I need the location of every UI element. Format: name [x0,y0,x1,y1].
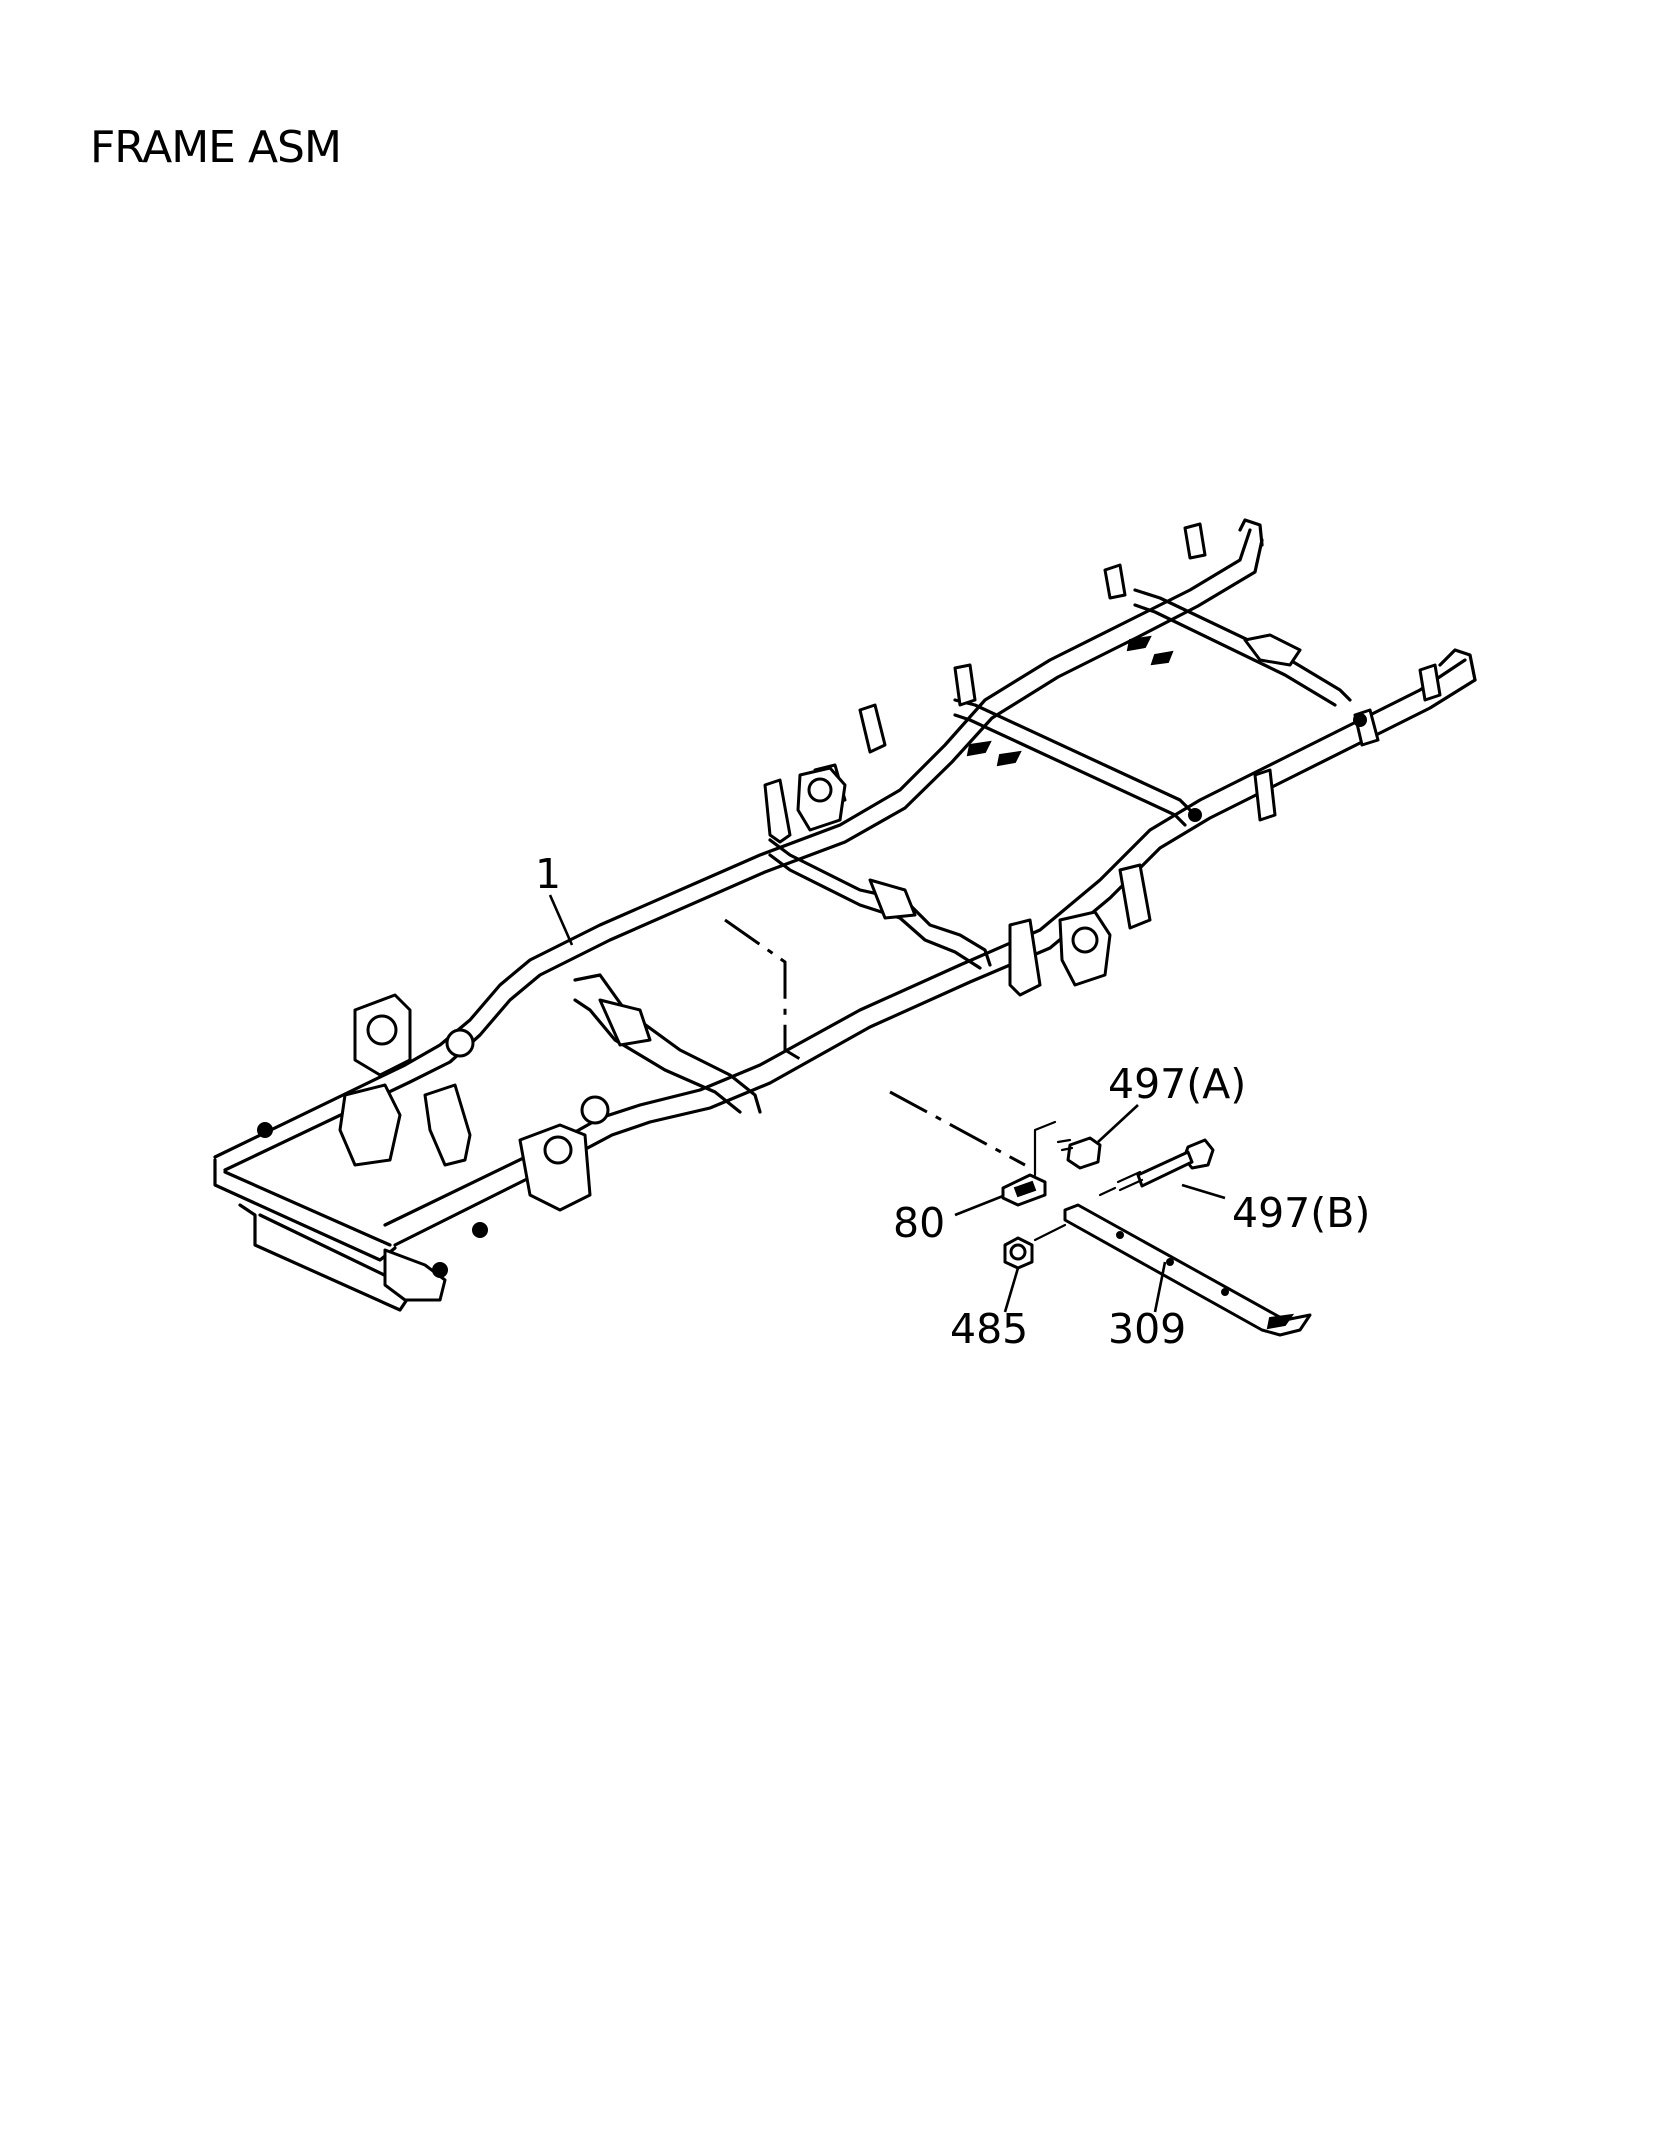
rear-end-cross-member [1133,588,1352,707]
bracket-80-hole [1013,1180,1037,1198]
bracket-tab-3 [1126,635,1152,652]
front-spring-bracket-right [518,1123,592,1212]
bracket-tab-4 [1150,650,1174,666]
assembly-line-diagonal [889,1090,1026,1167]
strap-309-hole-2 [1166,1258,1174,1266]
body-mount-5 [1103,563,1127,600]
front-bolt-1 [257,1122,273,1138]
frame-assembly [213,518,1477,1312]
callout-485: 485 [950,1305,1028,1353]
leader-497b [1181,1183,1226,1200]
callout-309: 309 [1108,1305,1186,1353]
right-side-rail [383,658,1477,1247]
front-mount-center [423,1083,472,1167]
strap-309-end [1266,1313,1295,1330]
bolt-497a [1066,1136,1102,1170]
body-mount-8 [1118,863,1152,930]
rivet-1 [1188,808,1202,822]
leader-497a [1097,1104,1139,1143]
leader-lines [548,894,1226,1313]
rear-hanger-hole-left [807,777,833,803]
callout-497a: 497(A) [1108,1060,1246,1108]
rivet-2 [1353,713,1367,727]
front-rail-hole-right [580,1095,610,1125]
callout-497b: 497(B) [1232,1189,1370,1237]
strap-309-hole-3 [1221,1288,1229,1296]
strap-309-hole-1 [1116,1231,1124,1239]
callout-1: 1 [535,850,561,898]
leader-485 [1003,1267,1020,1313]
body-mount-6 [1183,522,1207,560]
page-title: FRAME ASM [90,122,342,173]
body-mount-7 [1008,918,1042,997]
second-cross-member-gusset [598,998,652,1047]
body-mount-4 [953,663,977,707]
nut-485-line [1033,1223,1067,1242]
front-bracket-hole-left [366,1014,398,1046]
rear-hanger-hole-right [1071,926,1099,954]
front-mount-left [338,1083,402,1167]
rear-bumper-pad [1243,633,1302,667]
front-bumper-bracket [383,1248,447,1302]
assembly-line-vertical [724,918,806,1064]
bolt-497b-thread [1098,1170,1144,1197]
nut-485-hole [1009,1243,1027,1261]
middle-cross-gusset [868,878,917,920]
body-mount-3 [858,703,887,754]
bolt-497b-shank [1136,1150,1194,1188]
strap-309 [1063,1203,1312,1337]
body-mount-9 [1253,768,1277,822]
bracket-80-frame [1033,1120,1057,1177]
rear-frame-end [1238,518,1477,682]
front-bolt-2 [432,1262,448,1278]
bracket-tab-2 [996,750,1022,767]
second-cross-member [573,973,762,1114]
callout-labels: 1 497(A) 497(B) 80 485 309 [535,850,1370,1353]
callout-80: 80 [893,1199,945,1247]
bracket-tab-1 [966,740,992,757]
front-bracket-hole-right [543,1135,573,1165]
front-cross-member [213,1158,412,1312]
body-mount-11 [1418,663,1442,702]
exploded-parts [724,918,1312,1337]
bolt-497a-shank [1056,1138,1074,1152]
front-bolt-3 [472,1222,488,1238]
front-rail-hole-left [445,1028,475,1058]
leader-80 [954,1194,1004,1217]
body-mount-1 [763,778,792,844]
leader-309 [1153,1261,1167,1313]
leader-1 [548,894,574,946]
